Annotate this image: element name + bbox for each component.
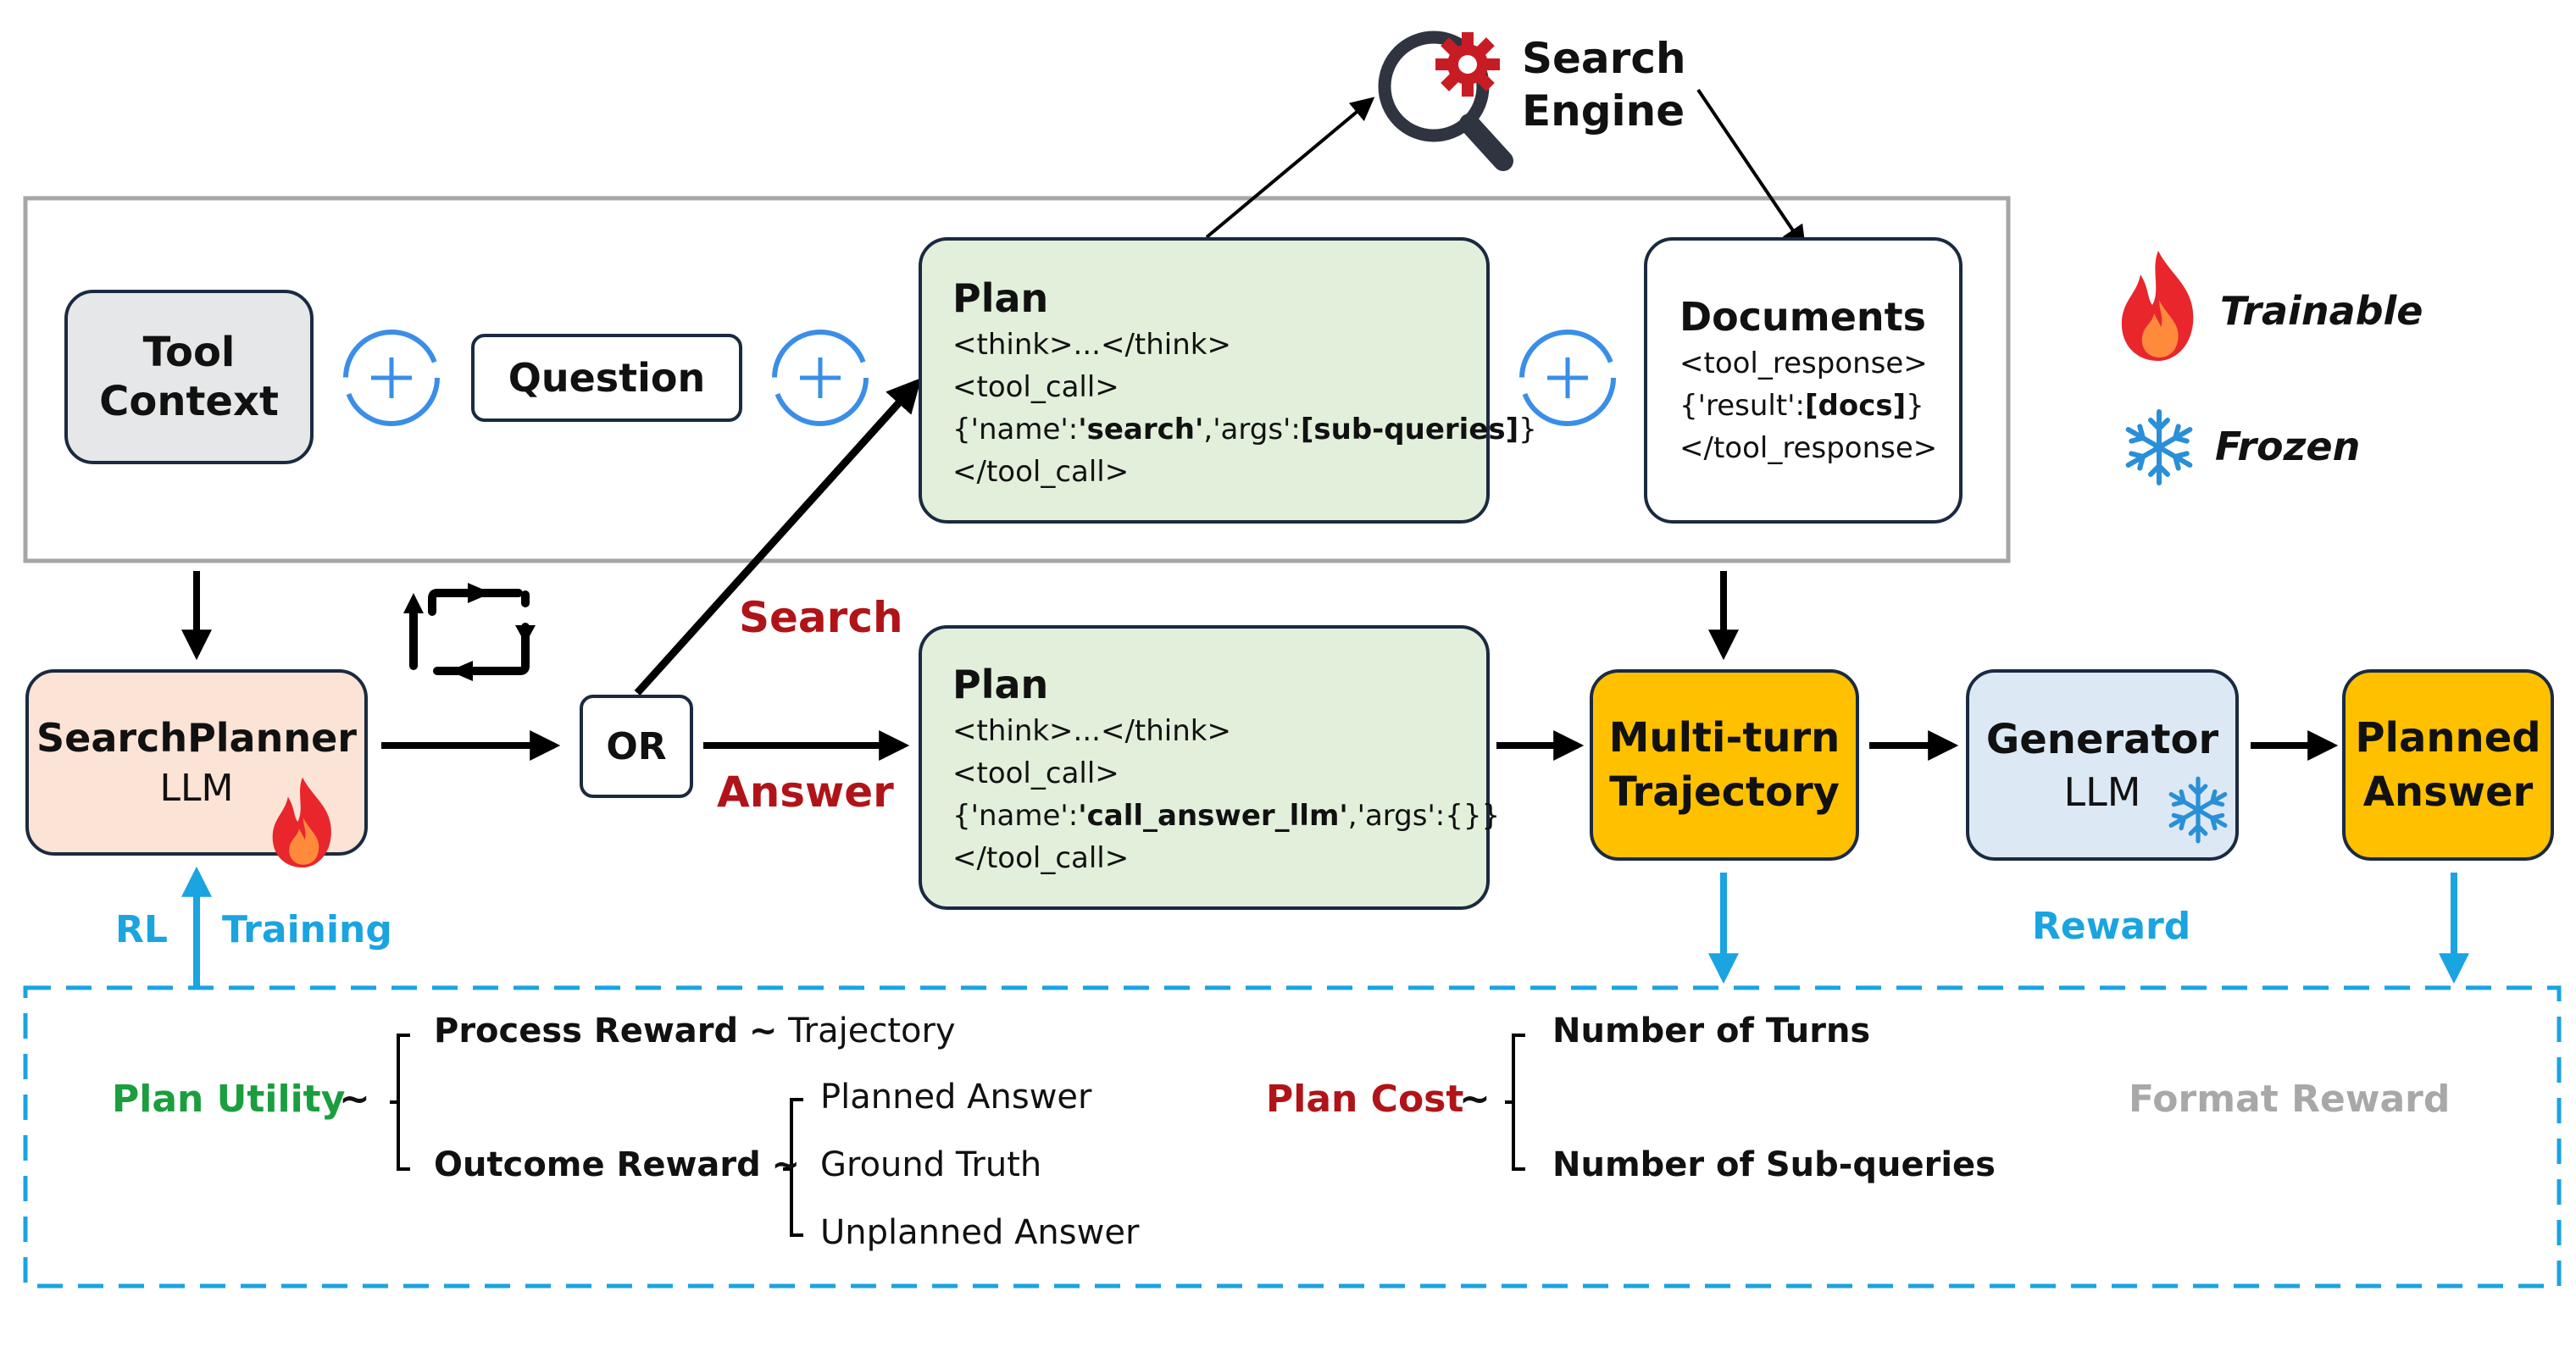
search-engine-line1: Search bbox=[1522, 34, 1686, 83]
process-reward-row: Process Reward ~ Trajectory bbox=[434, 1012, 956, 1050]
plus-icon bbox=[769, 327, 871, 429]
generator-title: Generator bbox=[1985, 716, 2219, 763]
bracket-outcome bbox=[783, 1098, 803, 1237]
search-engine-icon bbox=[1373, 24, 1517, 176]
documents-line3: </tool_response> bbox=[1679, 431, 1938, 465]
process-reward-label: Process Reward bbox=[434, 1012, 739, 1050]
plan-answer-line2: <tool_call> bbox=[952, 757, 1119, 790]
plan-answer-line3: {'name':'call_answer_llm','args':{}} bbox=[952, 799, 1501, 833]
cost-item: Number of Turns bbox=[1552, 1012, 1871, 1050]
plan-search-title: Plan bbox=[952, 275, 1049, 321]
arrow-or-to-plan-search bbox=[634, 377, 922, 696]
documents-title: Documents bbox=[1679, 294, 1927, 340]
plan-answer-line1: <think>...</think> bbox=[952, 714, 1231, 748]
process-reward-target: Trajectory bbox=[788, 1012, 956, 1050]
bracket-cost bbox=[1505, 1034, 1525, 1171]
process-reward-tilde: ~ bbox=[748, 1012, 778, 1050]
outcome-reward-tilde: ~ bbox=[771, 1145, 800, 1184]
search-engine-line2: Engine bbox=[1522, 86, 1685, 136]
branch-label-answer: Answer bbox=[717, 768, 894, 817]
outcome-reward-row: Outcome Reward ~ bbox=[434, 1145, 800, 1184]
legend-frozen: Frozen bbox=[2215, 424, 2361, 469]
plan-search-line1: <think>...</think> bbox=[952, 328, 1231, 362]
generator-subtitle: LLM bbox=[2063, 769, 2141, 815]
tool-context-line1: Tool bbox=[142, 329, 236, 376]
outcome-item: Ground Truth bbox=[820, 1145, 1042, 1184]
outcome-reward-label: Outcome Reward bbox=[434, 1145, 761, 1184]
search-planner-title: SearchPlanner bbox=[36, 715, 357, 761]
plan-search-line4: </tool_call> bbox=[952, 455, 1130, 489]
training-label: Training bbox=[222, 908, 392, 951]
or-label: OR bbox=[606, 724, 667, 768]
snowflake-icon bbox=[2118, 407, 2200, 488]
documents-box: Documents <tool_response> {'result':[doc… bbox=[1644, 237, 1963, 524]
branch-label-search: Search bbox=[739, 593, 903, 642]
plan-utility-tilde: ~ bbox=[339, 1078, 370, 1121]
question-label: Question bbox=[508, 355, 706, 401]
plan-utility-label: Plan Utility bbox=[112, 1078, 346, 1121]
documents-line1: <tool_response> bbox=[1679, 346, 1928, 380]
snowflake-icon bbox=[2162, 774, 2234, 845]
fire-icon bbox=[2112, 246, 2205, 364]
bracket-utility bbox=[390, 1034, 410, 1171]
arrow-plan-to-engine bbox=[1205, 97, 1375, 239]
format-reward-label: Format Reward bbox=[2129, 1078, 2451, 1121]
rl-label: RL bbox=[115, 908, 168, 951]
reward-label: Reward bbox=[2032, 905, 2191, 948]
plus-icon bbox=[1517, 327, 1618, 429]
trajectory-line1: Multi-turn bbox=[1608, 714, 1840, 762]
plan-answer-box: Plan <think>...</think> <tool_call> {'na… bbox=[919, 625, 1501, 910]
plan-cost-tilde: ~ bbox=[1459, 1078, 1491, 1121]
plan-answer-line4: </tool_call> bbox=[952, 841, 1130, 875]
arrow-engine-to-docs bbox=[1696, 88, 1807, 250]
cost-item: Number of Sub-queries bbox=[1552, 1145, 1996, 1184]
plan-search-line2: <tool_call> bbox=[952, 370, 1119, 404]
tool-context-box: Tool Context bbox=[64, 290, 314, 464]
or-node: OR bbox=[580, 695, 693, 798]
tool-context-line2: Context bbox=[99, 378, 279, 425]
search-planner-box: SearchPlanner LLM bbox=[25, 669, 368, 856]
legend-trainable: Trainable bbox=[2220, 288, 2423, 334]
trajectory-line2: Trajectory bbox=[1609, 768, 1840, 816]
question-box: Question bbox=[471, 334, 742, 422]
trajectory-box: Multi-turn Trajectory bbox=[1590, 669, 1859, 861]
reward-frame bbox=[23, 985, 2562, 1289]
outcome-item: Planned Answer bbox=[820, 1078, 1092, 1117]
documents-line2: {'result':[docs]} bbox=[1679, 389, 1924, 423]
plan-answer-title: Plan bbox=[952, 662, 1049, 707]
outcome-item: Unplanned Answer bbox=[820, 1213, 1140, 1252]
planned-answer-box: Planned Answer bbox=[2342, 669, 2554, 861]
search-planner-subtitle: LLM bbox=[159, 767, 234, 810]
planned-answer-line2: Answer bbox=[2362, 768, 2534, 816]
plan-search-line3: {'name':'search','args':[sub-queries]} bbox=[952, 413, 1537, 446]
planned-answer-line1: Planned bbox=[2355, 714, 2541, 762]
plus-icon bbox=[341, 327, 442, 429]
search-engine-label: Search Engine bbox=[1522, 32, 1686, 137]
context-frame bbox=[23, 196, 2011, 563]
plan-search-box: Plan <think>...</think> <tool_call> {'na… bbox=[919, 237, 1537, 524]
loop-icon bbox=[409, 589, 530, 675]
plan-cost-label: Plan Cost bbox=[1266, 1078, 1464, 1121]
fire-icon bbox=[264, 768, 341, 876]
